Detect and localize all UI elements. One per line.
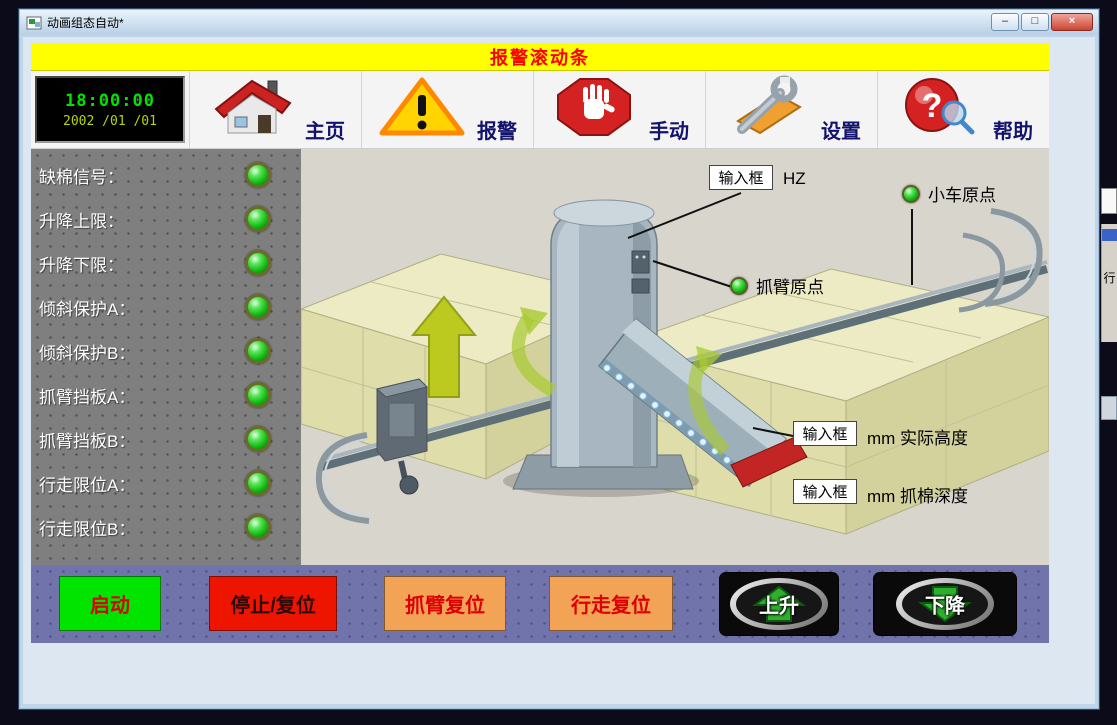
- arm-reset-button[interactable]: 抓臂复位: [384, 576, 506, 631]
- status-row-tilt-protect-b: 倾斜保护B：: [31, 329, 301, 373]
- status-label: 行走限位A：: [39, 475, 136, 495]
- cart-origin-led: [902, 185, 920, 203]
- toolbar: 18:00:00 2002 /01 /01 主页: [31, 71, 1049, 149]
- up-button[interactable]: 上升: [719, 572, 839, 636]
- status-row-arm-baffle-a: 抓臂挡板A：: [31, 373, 301, 417]
- status-label: 倾斜保护B：: [39, 343, 136, 363]
- status-led-on: [245, 470, 271, 496]
- window-titlebar[interactable]: 动画组态自动* – □ ×: [20, 10, 1098, 35]
- background-window-fragment-top: [1101, 188, 1117, 214]
- status-row-travel-limit-b: 行走限位B：: [31, 505, 301, 549]
- nav-alarm-button[interactable]: 报警: [361, 71, 533, 148]
- status-label: 升降上限：: [39, 211, 124, 231]
- control-strip: 启动 停止/复位 抓臂复位 行走复位 上升: [31, 565, 1049, 643]
- status-row-lift-lower-limit: 升降下限：: [31, 241, 301, 285]
- grab-depth-input[interactable]: 输入框: [793, 479, 857, 504]
- start-button[interactable]: 启动: [59, 576, 161, 631]
- nav-settings-label: 设置: [821, 121, 861, 143]
- actual-height-unit-label: mm 实际高度: [867, 429, 969, 448]
- status-led-on: [245, 206, 271, 232]
- settings-wrench-icon: [736, 75, 802, 135]
- app-window: 动画组态自动* – □ × 报警滚动条 18:00:00 2002 /01 /0…: [18, 8, 1100, 710]
- close-button[interactable]: ×: [1051, 13, 1093, 31]
- status-label: 抓臂挡板B：: [39, 431, 136, 451]
- frequency-unit-label: HZ: [783, 169, 806, 188]
- arrow-down-icon: [918, 586, 972, 623]
- nav-settings-button[interactable]: 设置: [705, 71, 877, 148]
- main-area: 缺棉信号： 升降上限： 升降下限： 倾斜保护A：: [31, 149, 1049, 565]
- background-window-titlebar-sliver: [1102, 229, 1117, 241]
- background-window-text: 行: [1103, 271, 1116, 285]
- minimize-button[interactable]: –: [991, 13, 1019, 31]
- nav-alarm-label: 报警: [477, 121, 517, 143]
- status-row-cotton-shortage: 缺棉信号：: [31, 153, 301, 197]
- status-row-lift-upper-limit: 升降上限：: [31, 197, 301, 241]
- actual-height-input[interactable]: 输入框: [793, 421, 857, 446]
- status-label: 缺棉信号：: [39, 167, 124, 187]
- nav-manual-button[interactable]: 手动: [533, 71, 705, 148]
- hmi-panel: 报警滚动条 18:00:00 2002 /01 /01: [31, 43, 1049, 643]
- status-led-on: [245, 294, 271, 320]
- help-icon: ?: [905, 78, 975, 135]
- arm-origin-led: [730, 277, 748, 295]
- status-label: 倾斜保护A：: [39, 299, 136, 319]
- status-led-on: [245, 162, 271, 188]
- status-label: 抓臂挡板A：: [39, 387, 136, 407]
- status-led-on: [245, 426, 271, 452]
- cart-origin-label: 小车原点: [928, 186, 996, 205]
- nav-help-label: 帮助: [993, 121, 1033, 143]
- nav-manual-label: 手动: [649, 121, 689, 143]
- status-led-on: [245, 338, 271, 364]
- status-sidebar: 缺棉信号： 升降上限： 升降下限： 倾斜保护A：: [31, 149, 301, 565]
- status-row-travel-limit-a: 行走限位A：: [31, 461, 301, 505]
- home-icon: [214, 79, 292, 134]
- frequency-input[interactable]: 输入框: [709, 165, 773, 190]
- nav-help-button[interactable]: ? 帮助: [877, 71, 1049, 148]
- down-button-bezel: [896, 578, 994, 630]
- window-client-area: 报警滚动条 18:00:00 2002 /01 /01: [23, 37, 1095, 704]
- alarm-scroll-banner: 报警滚动条: [31, 43, 1049, 71]
- alarm-icon: [379, 77, 465, 136]
- nav-home-button[interactable]: 主页: [189, 71, 361, 148]
- status-label: 行走限位B：: [39, 519, 136, 539]
- clock-time: 18:00:00: [65, 90, 155, 111]
- status-label: 升降下限：: [39, 255, 124, 275]
- window-controls: – □ ×: [991, 13, 1093, 31]
- clock-display: 18:00:00 2002 /01 /01: [35, 76, 185, 143]
- machine-illustration: [301, 149, 1049, 565]
- clock-date: 2002 /01 /01: [63, 113, 157, 129]
- background-window-fragment-bottom: [1101, 396, 1117, 420]
- svg-text:?: ?: [922, 87, 943, 125]
- arrow-up-icon: [752, 585, 806, 622]
- walk-reset-button[interactable]: 行走复位: [549, 576, 673, 631]
- status-row-arm-baffle-b: 抓臂挡板B：: [31, 417, 301, 461]
- down-button[interactable]: 下降: [873, 572, 1017, 636]
- manual-stop-hand-icon: [557, 78, 631, 136]
- window-title: 动画组态自动*: [47, 16, 124, 30]
- status-led-on: [245, 250, 271, 276]
- background-window-fragment-mid: 行: [1101, 224, 1117, 342]
- grab-depth-unit-label: mm 抓棉深度: [867, 487, 969, 506]
- machine-diagram: 输入框 HZ 小车原点 抓臂原点 输入框 mm 实际高度 输入框 mm 抓棉深度: [301, 149, 1049, 565]
- nav-home-label: 主页: [305, 121, 345, 143]
- status-led-on: [245, 514, 271, 540]
- stop-reset-button[interactable]: 停止/复位: [209, 576, 337, 631]
- app-icon: [26, 16, 42, 29]
- arm-origin-label: 抓臂原点: [756, 278, 824, 297]
- status-row-tilt-protect-a: 倾斜保护A：: [31, 285, 301, 329]
- status-led-on: [245, 382, 271, 408]
- up-button-face: [736, 583, 822, 625]
- maximize-button[interactable]: □: [1021, 13, 1049, 31]
- down-button-label: 下降: [925, 595, 965, 618]
- down-button-face: [902, 583, 988, 625]
- up-button-label: 上升: [759, 595, 799, 618]
- up-button-bezel: [730, 578, 828, 630]
